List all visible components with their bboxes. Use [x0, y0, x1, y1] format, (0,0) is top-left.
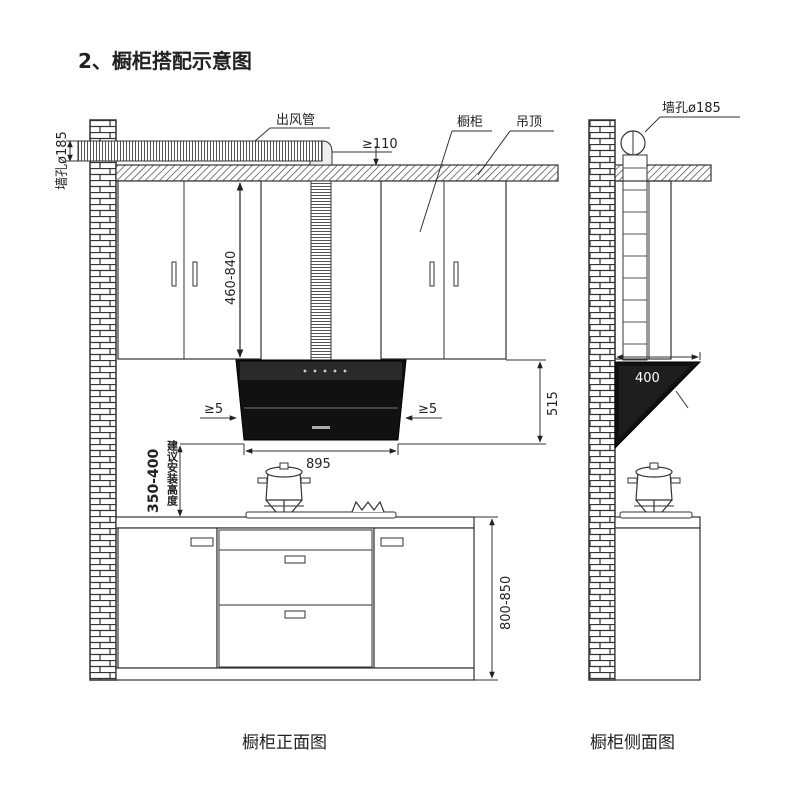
top-clearance-label: ≥110	[362, 137, 398, 152]
gas-stove	[245, 511, 397, 519]
install-note-label: 建议安装高度	[166, 439, 180, 507]
cabinet-handle	[171, 261, 177, 287]
page-title: 2、橱柜搭配示意图	[78, 49, 252, 73]
hood-width-label: 895	[306, 457, 331, 472]
install-height-label: 350-400	[146, 448, 162, 513]
duct-label: 出风管	[276, 113, 315, 128]
air-duct-vertical	[310, 180, 332, 361]
gap-left-label: ≥5	[204, 402, 223, 417]
air-duct-elbow	[309, 140, 333, 166]
ceiling-slab	[115, 164, 559, 182]
stove-burner	[351, 500, 385, 513]
air-duct-vertical	[622, 154, 648, 361]
drawer-handle	[284, 610, 306, 619]
side-wall-hole-label: 墙孔ø185	[662, 101, 721, 116]
gas-stove	[619, 511, 693, 519]
base-cabinet-left	[117, 527, 218, 669]
cabinet-handle	[380, 537, 404, 547]
hood-depth-label: 400	[635, 371, 660, 386]
gap-right-label: ≥5	[418, 402, 437, 417]
cooking-pot	[257, 462, 311, 513]
base-cabinet-right	[373, 527, 475, 669]
side-view-caption: 橱柜侧面图	[590, 733, 675, 753]
cabinet-handle	[192, 261, 198, 287]
cabinet-handle	[429, 261, 435, 287]
upper-height-label: 460-840	[224, 251, 239, 305]
cooking-pot	[627, 462, 681, 513]
base-cabinet-side	[614, 527, 701, 681]
front-view-caption: 橱柜正面图	[242, 733, 327, 753]
cabinet-handle	[453, 261, 459, 287]
countertop-side	[614, 516, 701, 529]
front-view: 墙孔ø185 出风管 ≥110 橱柜 吊顶 460-840 ≥5 ≥5 515	[55, 113, 561, 753]
countertop	[115, 516, 475, 529]
brick-wall	[588, 119, 616, 681]
hood-height-label: 515	[546, 391, 561, 416]
wall-hole-label: 墙孔ø185	[55, 131, 70, 190]
cabinet-plinth	[115, 667, 475, 681]
drawer-handle	[284, 555, 306, 564]
air-duct-horizontal	[77, 140, 324, 162]
brick-wall	[89, 119, 117, 681]
side-view: 墙孔ø185 400 橱柜侧面图	[588, 101, 740, 753]
ceiling-label: 吊顶	[516, 115, 542, 130]
cabinet-handle	[190, 537, 214, 547]
counter-height-label: 800-850	[499, 576, 514, 630]
cabinet-label: 橱柜	[457, 115, 483, 130]
